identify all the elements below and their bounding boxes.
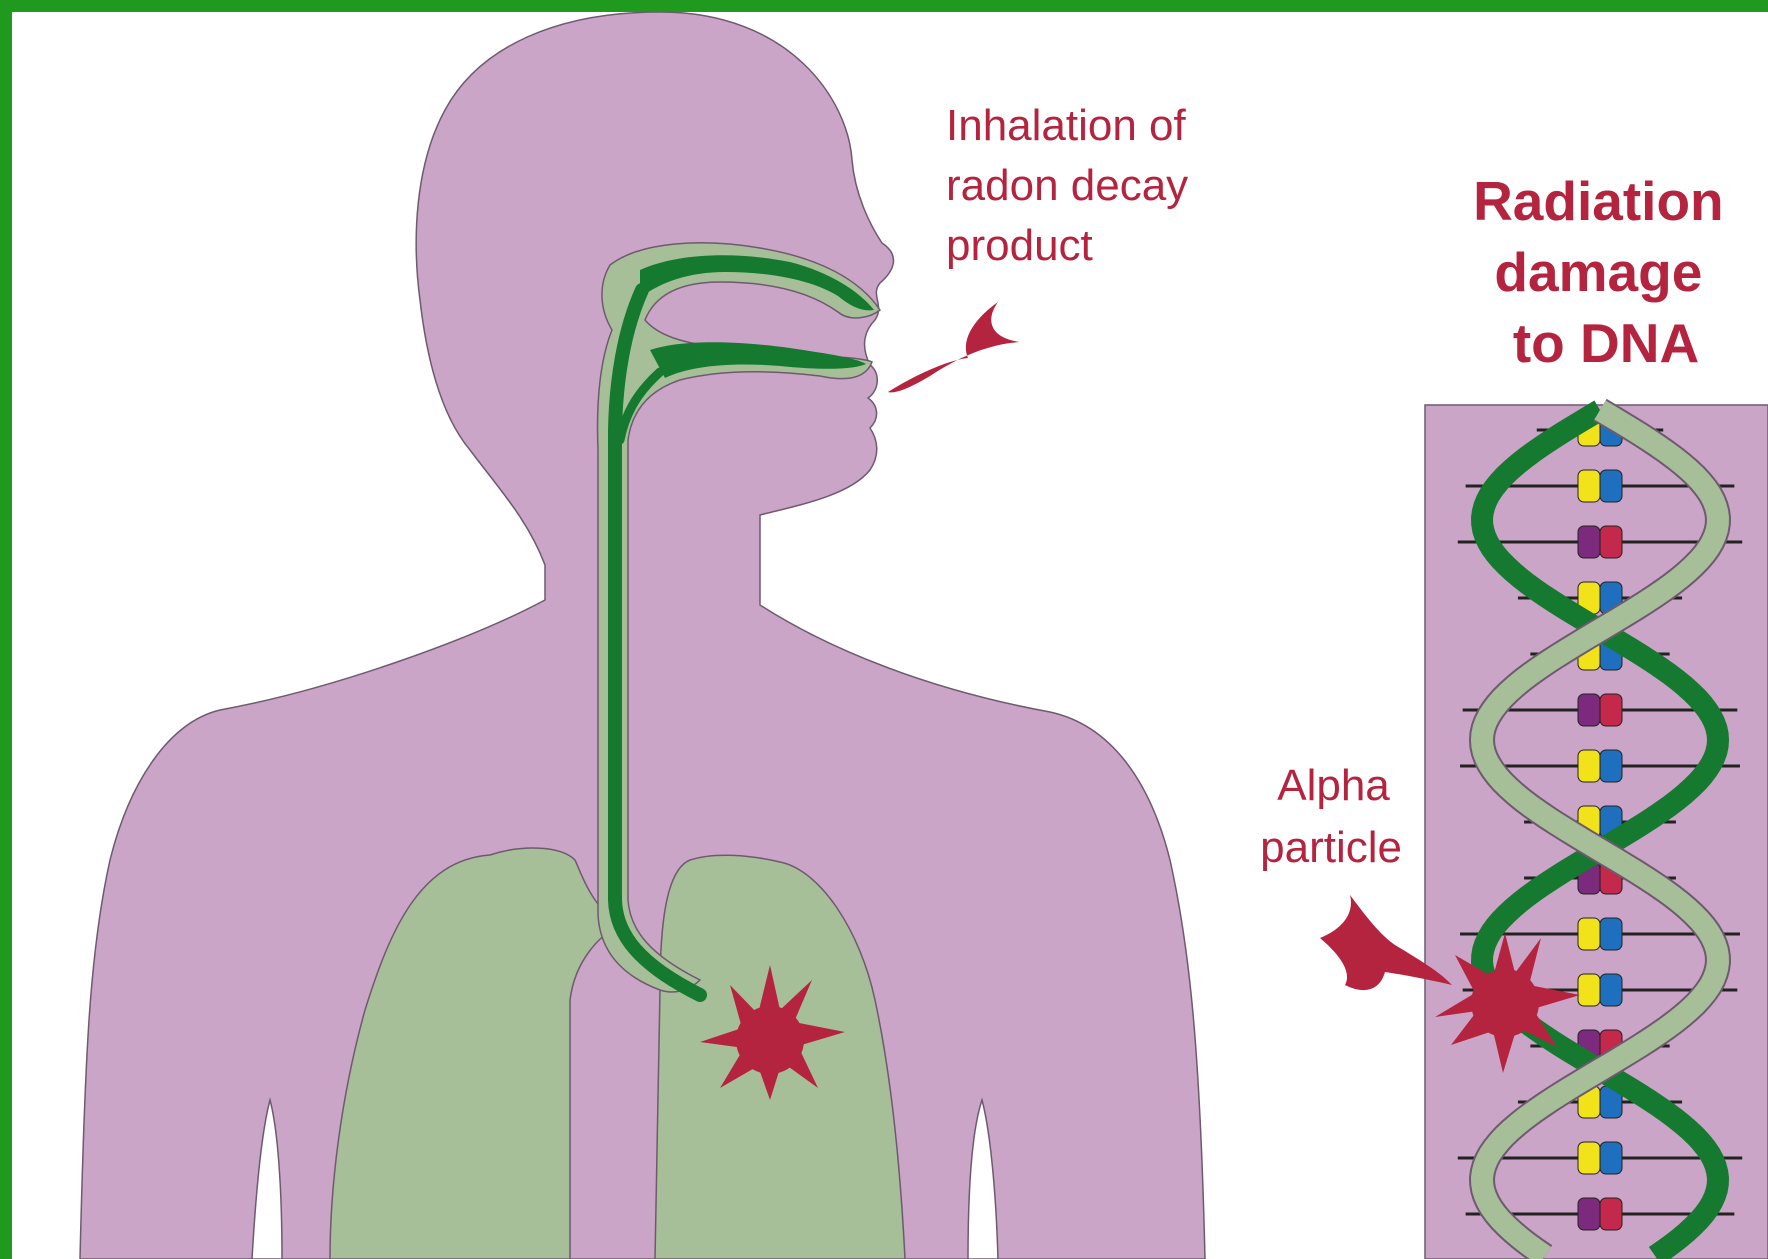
dna-base (1600, 750, 1622, 782)
dna-base (1600, 974, 1622, 1006)
dna-title-line-2: damage (1494, 241, 1702, 303)
alpha-line-1: Alpha (1277, 761, 1390, 810)
inhalation-line-2: radon decay (946, 161, 1188, 210)
dna-base (1600, 526, 1622, 558)
dna-base (1600, 918, 1622, 950)
alpha-line-2: particle (1260, 823, 1402, 872)
dna-title: Radiation damage to DNA (1473, 170, 1739, 374)
dna-base (1578, 1142, 1600, 1174)
dna-base (1578, 694, 1600, 726)
inhalation-line-1: Inhalation of (946, 101, 1187, 150)
dna-title-line-3: to DNA (1513, 312, 1699, 374)
dna-base (1578, 750, 1600, 782)
dna-base (1578, 526, 1600, 558)
inhalation-line-3: product (946, 221, 1093, 270)
dna-base (1600, 694, 1622, 726)
dna-base (1578, 974, 1600, 1006)
dna-panel (1425, 405, 1768, 1259)
dna-base (1600, 1198, 1622, 1230)
dna-title-line-1: Radiation (1473, 170, 1724, 232)
dna-base (1600, 470, 1622, 502)
dna-base (1578, 918, 1600, 950)
dna-base (1578, 1198, 1600, 1230)
dna-base (1578, 470, 1600, 502)
dna-base (1600, 1142, 1622, 1174)
